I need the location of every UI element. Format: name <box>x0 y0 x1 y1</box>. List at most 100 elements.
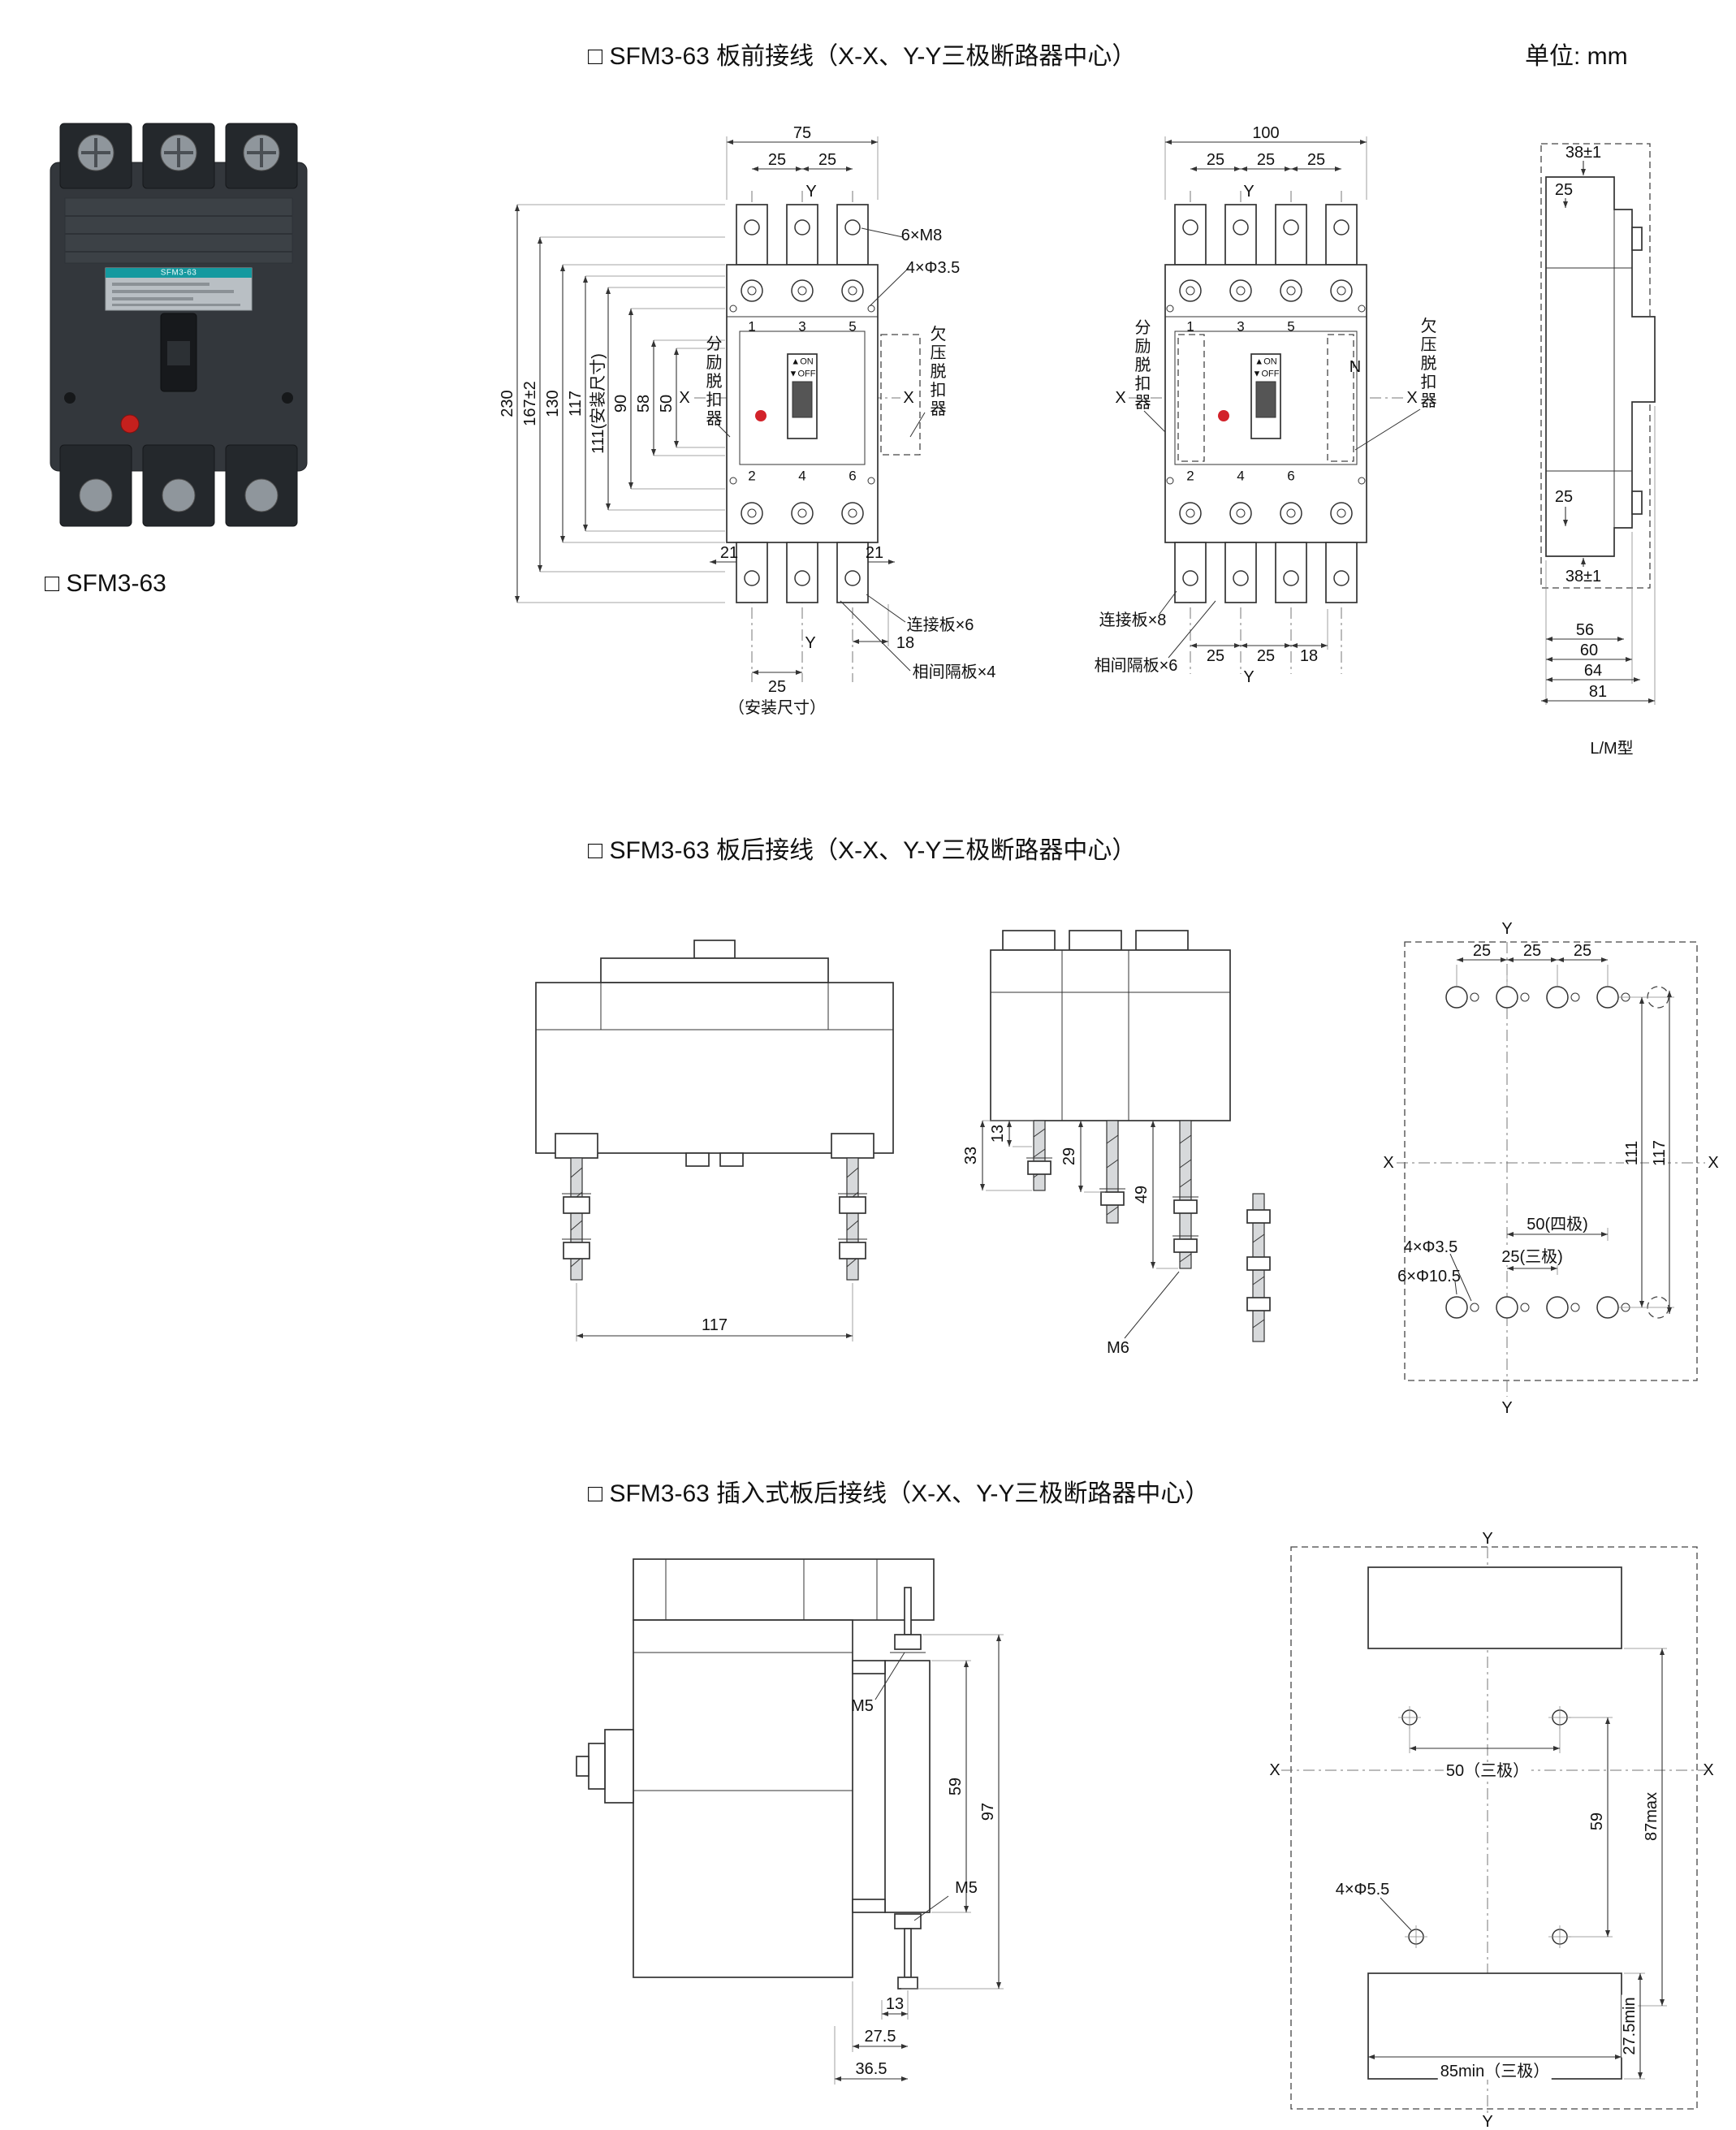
dim-27-5min: 27.5min <box>1621 1994 1639 2058</box>
callout-big-holes: 6×Φ10.5 <box>1397 1268 1461 1285</box>
dim-pitch-2: 25 <box>1256 151 1276 169</box>
extension-lines <box>1164 136 1367 650</box>
rear-wiring-side-view: 13 33 29 49 M6 <box>946 918 1303 1437</box>
mounting-hole <box>282 392 293 404</box>
callout-undervoltage-release: 欠压脱扣器 <box>927 325 945 419</box>
dim-overall-width: 100 <box>1252 124 1280 142</box>
thread-m5-bottom: M5 <box>955 1879 978 1897</box>
front-wiring-4pole-drawing: 100 25 25 25 Y 分励脱扣器 欠压脱扣器 X X N 1 3 5 2… <box>1084 114 1506 747</box>
leader-lines <box>716 227 926 672</box>
breaker-photo-illustration <box>50 123 308 527</box>
bottom-cutout <box>1367 1972 1622 2080</box>
extension-lines <box>576 1283 853 1342</box>
axis-x-right: X <box>903 389 914 407</box>
breaker-body <box>535 940 894 1167</box>
dim-overall-width: 75 <box>792 124 812 142</box>
terminal-1: 1 <box>1186 318 1194 335</box>
dim-130: 130 <box>544 390 562 417</box>
terminal-4: 4 <box>1237 468 1245 484</box>
red-test-button <box>120 414 140 434</box>
dim-33: 33 <box>962 1146 980 1165</box>
axis-y-bottom: Y <box>1501 1399 1513 1417</box>
dim-111-mounting: 111(安装尺寸) <box>589 353 607 454</box>
dim-97: 97 <box>979 1802 997 1821</box>
callout-4xphi55: 4×Φ5.5 <box>1335 1881 1390 1899</box>
callout-4xphi35: 4×Φ3.5 <box>905 259 961 277</box>
label-plate <box>105 267 253 311</box>
dim-59: 59 <box>1588 1809 1606 1834</box>
terminal-3: 3 <box>1237 318 1245 335</box>
operating-shaft <box>604 1729 634 1804</box>
dim-pitch-1: 25 <box>1206 151 1225 169</box>
panel-outline <box>1290 1546 1698 2110</box>
bottom-terminal-blocks <box>59 444 298 527</box>
axis-x-left: X <box>1383 1154 1394 1172</box>
dim-pitch-3: 25 <box>1306 151 1326 169</box>
terminal-5: 5 <box>849 318 857 335</box>
switch-off-marking: ▼OFF <box>788 369 816 379</box>
dim-58: 58 <box>635 394 653 413</box>
axis-x-right: X <box>1708 1154 1719 1172</box>
dim-bottom-18: 18 <box>1299 647 1319 665</box>
extension-lines <box>1456 965 1674 1308</box>
dim-90: 90 <box>612 394 630 413</box>
terminal-6: 6 <box>849 468 857 484</box>
mounting-holes <box>1398 1706 1571 1948</box>
product-photo: SFM3-63 <box>41 114 317 544</box>
top-cutout <box>1367 1566 1622 1649</box>
axis-x-right: X <box>1703 1761 1714 1779</box>
dimension-lines <box>835 1635 1001 2081</box>
section-title-rear-wiring: □ SFM3-63 板后接线（X-X、Y-Y三极断路器中心） <box>588 837 1137 864</box>
dim-25-top: 25 <box>1554 181 1574 199</box>
dim-117: 117 <box>1651 1138 1669 1169</box>
holes3-geometry <box>1397 941 1705 1397</box>
breaker-body <box>990 930 1231 1121</box>
callout-small-holes: 4×Φ3.5 <box>1403 1238 1458 1256</box>
centerlines <box>1397 942 1705 1397</box>
dim-64: 64 <box>1583 662 1603 680</box>
thread-m6: M6 <box>1107 1339 1129 1357</box>
mounting-plate-and-bolts <box>852 1587 931 1990</box>
dim-27-5: 27.5 <box>864 2028 896 2046</box>
extension-lines <box>982 1120 1178 1269</box>
plug-side-geometry <box>576 1558 1004 2085</box>
dim-56: 56 <box>1575 621 1595 639</box>
terminal-3: 3 <box>798 318 806 335</box>
mounting-hole <box>64 392 76 404</box>
dim-38-top: 38±1 <box>1565 144 1602 162</box>
inner-lines <box>1546 210 1632 528</box>
top-terminal-blocks <box>59 123 298 189</box>
dim-13: 13 <box>989 1124 1007 1143</box>
hole-rows <box>1445 986 1669 1319</box>
side-geometry <box>1540 143 1656 705</box>
terminal-lug <box>1631 490 1643 515</box>
breaker-body <box>1164 204 1367 603</box>
front3-geometry <box>515 136 926 682</box>
terminal-2: 2 <box>1186 468 1194 484</box>
callout-connection-plates: 连接板×6 <box>906 616 974 634</box>
dimension-lines <box>980 1121 1155 1268</box>
callout-connection-plates: 连接板×8 <box>1099 611 1167 629</box>
side-profile-drawing: 38±1 25 25 38±1 56 60 64 81 L/M型 <box>1518 122 1730 780</box>
photo-brand-text: SFM3-63 <box>160 268 197 278</box>
dim-pitch-1: 25 <box>1472 942 1492 960</box>
dim-25-bottom: 25 <box>1554 488 1574 506</box>
test-button <box>755 410 767 421</box>
leader-lines <box>874 1652 949 1921</box>
axis-x-left: X <box>1115 389 1126 407</box>
breaker-body <box>726 204 879 603</box>
undervoltage-release-zone <box>880 334 921 456</box>
callout-shunt-release: 分励脱扣器 <box>1132 318 1150 413</box>
terminal-1: 1 <box>748 318 756 335</box>
front-wiring-3pole-drawing: 75 25 25 Y 6×M8 4×Φ3.5 230 167±2 130 117… <box>499 114 1052 747</box>
dim-25-3pole: 25(三极) <box>1499 1249 1565 1265</box>
dim-13: 13 <box>885 1995 905 2013</box>
dim-pole-pitch-left: 25 <box>767 151 787 169</box>
dim-81: 81 <box>1588 683 1608 701</box>
dim-bottom-25b: 25 <box>1256 647 1276 665</box>
dim-pitch-3: 25 <box>1573 942 1592 960</box>
dim-50-3pole: 50（三极） <box>1443 1763 1532 1779</box>
dim-85min: 85min（三极） <box>1437 2063 1552 2080</box>
dim-117: 117 <box>567 391 585 417</box>
